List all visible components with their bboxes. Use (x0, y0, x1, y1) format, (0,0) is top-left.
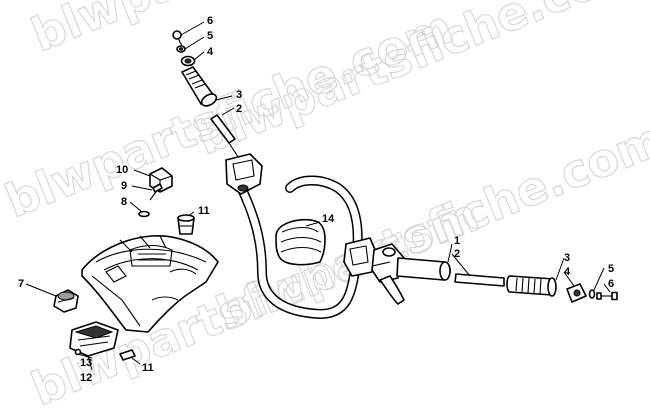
callout-9: 9 (121, 180, 127, 192)
callout-6-right: 6 (608, 278, 614, 290)
right-washer-5 (588, 289, 596, 299)
callout-11-top: 11 (198, 205, 210, 217)
right-grip-1 (396, 257, 451, 281)
callout-5-top: 5 (207, 30, 213, 42)
dash-panel (81, 235, 219, 333)
callout-numbers: 6 5 4 3 2 10 9 8 11 7 14 1 2 3 4 5 6 13 … (18, 15, 614, 384)
callout-8: 8 (121, 196, 127, 208)
cap-11-bottom (119, 349, 136, 361)
top-tube-2 (210, 114, 236, 144)
switch-screw-13 (74, 348, 82, 356)
callout-13: 13 (80, 357, 92, 369)
callout-12: 12 (80, 372, 92, 384)
callout-4-top: 4 (207, 46, 214, 58)
callout-7: 7 (18, 278, 24, 290)
callout-4-right: 4 (564, 266, 571, 278)
top-washer-5 (176, 45, 186, 53)
callout-3-top: 3 (236, 89, 242, 101)
right-tube-2 (454, 273, 505, 287)
cap-11-top (177, 214, 195, 235)
callout-6-top: 6 (207, 15, 213, 27)
leader-lines (25, 21, 611, 371)
callout-1: 1 (454, 235, 460, 247)
top-grip-3 (181, 66, 218, 107)
callout-5-right: 5 (608, 263, 614, 275)
right-grip-3 (506, 275, 557, 297)
callout-2-right: 2 (454, 248, 460, 260)
callout-11-bottom: 11 (142, 362, 154, 374)
right-end-cap-4 (566, 283, 587, 303)
callout-2-top: 2 (236, 103, 242, 115)
lever-pin-9 (149, 183, 163, 201)
o-ring-8 (138, 210, 150, 218)
callout-10: 10 (116, 164, 128, 176)
plug-7 (53, 289, 79, 313)
throttle-housing (343, 237, 405, 305)
callout-14: 14 (322, 213, 335, 225)
top-screw-6 (172, 30, 183, 47)
bar-pad-14 (275, 218, 326, 266)
right-screw-6 (596, 291, 618, 301)
callout-3-right: 3 (564, 252, 570, 264)
switch-housing-12 (69, 321, 119, 357)
left-control-housing (225, 153, 263, 195)
top-end-cap-4 (180, 55, 196, 67)
